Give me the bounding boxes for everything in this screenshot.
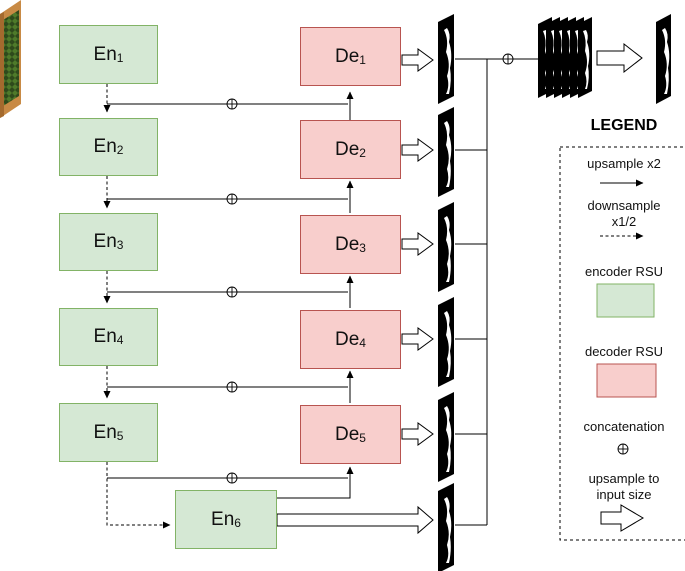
legend-concat-circle-plus-icon [617, 443, 629, 455]
legend-encoder-label: encoder RSU [584, 264, 664, 279]
legend-hollow-arrow-icon [600, 504, 644, 532]
encoder-label-1: En [93, 43, 117, 65]
input-image [0, 0, 21, 118]
decoder-label-2: De [335, 138, 360, 160]
hollow-arrow-icon [276, 42, 643, 535]
decoder-label-5: De [335, 423, 360, 445]
encoder-label-5: En [93, 421, 117, 443]
decoder-label-4: De [335, 328, 360, 350]
legend-concatenation-label: concatenation [583, 419, 665, 434]
upsample-arrows [277, 91, 354, 499]
encoder-label-3: En [93, 231, 117, 252]
final-output-mask [656, 14, 671, 104]
encoder-label-4: En [93, 326, 117, 347]
concat-circle-plus-icon [226, 98, 238, 484]
fused-mask-stack [538, 17, 592, 98]
decoder-index-3: 3 [359, 240, 366, 255]
legend-box [559, 146, 685, 541]
decoder-label-3: De [335, 233, 360, 255]
decoder-index-2: 2 [359, 145, 366, 160]
decoder-label-1: De [335, 45, 360, 67]
side-output-mask [438, 14, 454, 571]
decoder-index-5: 5 [359, 430, 366, 445]
legend-upsample-input-label-line1: upsample to [588, 471, 660, 486]
legend-decoder-swatch [596, 363, 657, 398]
downsample-arrows [103, 84, 171, 529]
encoder-index-1: 1 [116, 50, 124, 65]
legend-upsample-label: upsample x2 [587, 156, 661, 171]
encoder-index-6: 6 [234, 515, 241, 530]
decoder-index-1: 1 [359, 52, 366, 67]
legend-encoder-swatch [596, 283, 655, 318]
legend-decoder-label: decoder RSU [584, 344, 664, 359]
legend-title: LEGEND [590, 117, 658, 134]
fusion-connectors [455, 58, 538, 526]
encoder-label-6: En [211, 508, 235, 530]
fusion-concat-circle-plus-icon [502, 53, 514, 65]
encoder-index-2: 2 [116, 143, 124, 157]
encoder-label-2: En [93, 136, 117, 157]
encoder-index-3: 3 [116, 238, 124, 252]
encoder-index-4: 4 [116, 333, 124, 347]
legend-downsample-label-line2: x1/2 [611, 214, 637, 229]
legend-downsample-label-line1: downsample [587, 198, 661, 213]
encoder-index-5: 5 [116, 428, 124, 443]
decoder-index-4: 4 [359, 335, 366, 350]
legend-upsample-input-label-line2: input size [596, 487, 652, 502]
